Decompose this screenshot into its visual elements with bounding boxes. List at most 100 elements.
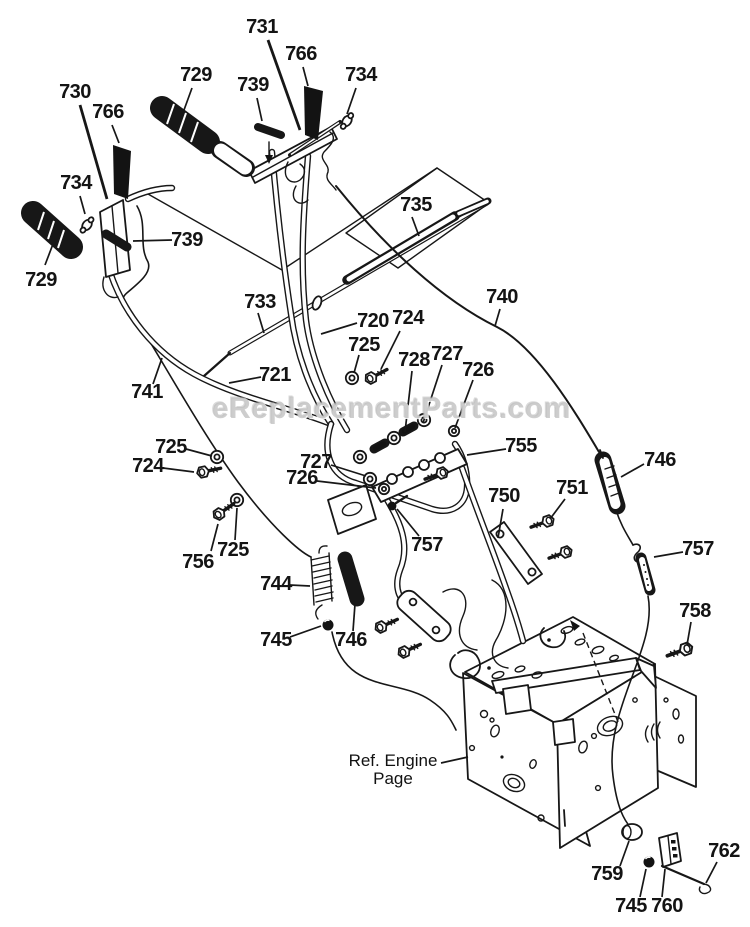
leader-line-727 [330,464,367,477]
part-label-744: 744 [260,573,293,595]
leader-line-726 [454,379,474,429]
ref-note-leader [440,756,469,764]
leader-line-766 [302,66,309,87]
part-label-727: 727 [431,343,463,365]
part-label-740: 740 [486,286,518,308]
leader-line-739 [256,97,263,122]
part-label-762: 762 [708,840,740,862]
console-panels [147,167,490,271]
part-label-727: 727 [300,451,332,473]
bar-739-center [254,123,285,139]
part-label-720: 720 [357,310,389,332]
leader-line-744 [289,584,311,587]
engine-deck [442,579,697,849]
hex-bolt-756 [209,497,239,524]
leader-line-734 [346,87,357,115]
part-label-766: 766 [285,43,317,65]
handlebar-left-assembly [21,145,132,299]
leader-line-755 [466,448,507,456]
leader-line-724 [380,330,401,370]
hex-bolt-724 [194,461,224,481]
spring-744 [310,545,334,620]
washer-727 [386,430,402,446]
bracket-760 [658,832,682,868]
part-label-735: 735 [400,194,432,216]
leader-line-762 [705,861,718,884]
ref-engine-page-note: Ref. Engine Page [327,752,459,788]
leader-line-759 [619,840,630,867]
leader-line-741 [152,357,163,385]
leader-line-733 [257,312,265,334]
wing-nut-734-left [77,214,97,236]
part-label-745: 745 [615,895,647,917]
handlebar-right-assembly [150,86,357,204]
leader-line-756 [210,523,219,552]
trim-766-left [113,145,131,199]
part-label-726: 726 [286,467,318,489]
spring-746-right [594,449,626,515]
leader-line-725 [185,448,213,457]
part-label-729: 729 [180,64,212,86]
washer-725 [344,370,360,386]
part-label-755: 755 [505,435,537,457]
hex-bolt-758 [663,639,697,664]
shift-rod [202,197,492,378]
leader-line-734 [79,195,86,215]
leader-line-731 [266,39,302,131]
hex-bolt-724 [361,363,392,388]
part-label-734: 734 [60,172,93,194]
lower-right-parts [621,639,712,895]
nut-726 [377,482,391,496]
part-label-725: 725 [155,436,187,458]
leader-line-728 [404,370,413,433]
part-label-757: 757 [682,538,714,560]
part-label-756: 756 [182,551,214,573]
leader-line-757 [396,508,420,537]
leader-line-721 [228,376,262,384]
part-label-751: 751 [556,477,588,499]
part-label-746: 746 [335,629,367,651]
roller-759 [621,823,643,841]
ref-note-line1: Ref. Engine [348,751,438,770]
part-label-745: 745 [260,629,292,651]
rod-762 [660,864,706,886]
part-label-759: 759 [591,863,623,885]
part-label-724: 724 [132,455,165,477]
nut-745 [643,856,655,868]
latch-assembly [327,412,468,535]
leader-line-745 [289,625,322,638]
part-label-729: 729 [25,269,57,291]
leader-line-750 [497,508,504,539]
leader-line-745 [639,868,647,898]
leader-line-746 [620,463,645,478]
ref-note-line2: Page [373,769,413,788]
carriage-bolt-757 [387,501,397,511]
part-label-728: 728 [398,349,430,371]
leader-line-729 [183,87,193,111]
leader-line-730 [78,104,109,200]
leader-line-735 [411,216,420,237]
leader-line-766 [111,124,120,144]
part-label-725: 725 [348,334,380,356]
trim-766-right [304,86,323,140]
pin-757 [635,552,656,596]
part-label-739: 739 [171,229,203,251]
leader-line-746 [352,603,356,632]
part-label-750: 750 [488,485,520,507]
arrow-head [265,155,273,164]
leader-line-727 [422,364,443,424]
part-label-733: 733 [244,291,276,313]
part-label-726: 726 [462,359,494,381]
part-label-725: 725 [217,539,249,561]
nut-726 [447,424,461,438]
leader-line-758 [686,621,692,646]
tube-end-bracket [371,589,452,661]
watermark: eReplacementParts.com [212,392,571,425]
hex-bolt [371,612,402,636]
leader-line-751 [549,498,566,520]
leader-line-757 [653,551,684,558]
part-label-721: 721 [259,364,291,386]
part-label-760: 760 [651,895,683,917]
part-label-730: 730 [59,81,91,103]
